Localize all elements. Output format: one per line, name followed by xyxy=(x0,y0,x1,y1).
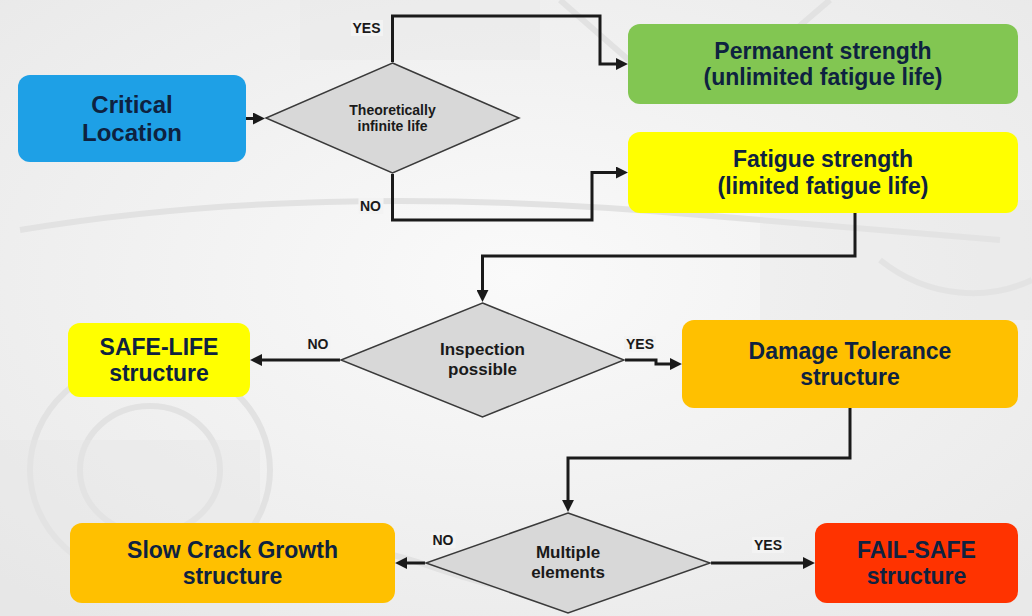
branch-label: YES xyxy=(752,537,784,553)
flow-arrow xyxy=(403,562,425,565)
flow-arrow xyxy=(246,117,257,120)
decision-diamond: Multiple elements xyxy=(425,512,711,614)
result-box: Fatigue strength (limited fatigue life) xyxy=(628,132,1018,213)
text-holder: SAFE-LIFE structure xyxy=(84,334,234,387)
diamond-shape xyxy=(341,303,624,417)
decision-diamond: Theoretically infinite life xyxy=(265,62,520,174)
text-holder: Damage Tolerance structure xyxy=(730,338,970,391)
node-text: Permanent strength (unlimited fatigue li… xyxy=(693,38,953,91)
text-holder: FAIL-SAFE structure xyxy=(842,537,992,590)
branch-label: YES xyxy=(624,336,656,352)
text-holder: Slow Crack Growth structure xyxy=(108,537,358,590)
node-text: Inspection possible xyxy=(423,340,543,379)
flow-arrow xyxy=(483,213,856,294)
node-text: Multiple elements xyxy=(513,543,623,582)
flow-arrow xyxy=(258,359,340,362)
text-holder: Theoretically infinite life xyxy=(333,102,453,134)
result-box: SAFE-LIFE structure xyxy=(68,323,250,397)
flow-arrow xyxy=(568,408,850,504)
node-text: Critical Location xyxy=(62,91,202,146)
node-text: Slow Crack Growth structure xyxy=(108,537,358,590)
diamond-shape xyxy=(266,63,519,173)
diamond-shape xyxy=(426,513,710,613)
node-text: Damage Tolerance structure xyxy=(730,338,970,391)
flow-arrow xyxy=(393,16,621,64)
node-text: Fatigue strength (limited fatigue life) xyxy=(708,146,938,199)
node-text: Theoretically infinite life xyxy=(333,102,453,134)
result-box: Damage Tolerance structure xyxy=(682,320,1018,408)
node-text: FAIL-SAFE structure xyxy=(842,537,992,590)
node-text: SAFE-LIFE structure xyxy=(84,334,234,387)
decision-diamond: Inspection possible xyxy=(340,302,625,418)
text-holder: Fatigue strength (limited fatigue life) xyxy=(708,146,938,199)
flow-arrow xyxy=(625,360,674,364)
text-holder: Critical Location xyxy=(62,91,202,146)
text-holder: Permanent strength (unlimited fatigue li… xyxy=(693,38,953,91)
result-box: Slow Crack Growth structure xyxy=(70,523,395,603)
branch-label: NO xyxy=(431,532,456,548)
text-holder: Multiple elements xyxy=(513,543,623,582)
flow-arrow xyxy=(393,173,621,221)
text-holder: Inspection possible xyxy=(423,340,543,379)
start-box: Critical Location xyxy=(18,75,246,162)
branch-label: NO xyxy=(358,198,383,214)
result-box: Permanent strength (unlimited fatigue li… xyxy=(628,24,1018,104)
result-box: FAIL-SAFE structure xyxy=(815,523,1018,603)
flow-arrow xyxy=(711,562,807,565)
branch-label: NO xyxy=(306,336,331,352)
branch-label: YES xyxy=(350,20,382,36)
